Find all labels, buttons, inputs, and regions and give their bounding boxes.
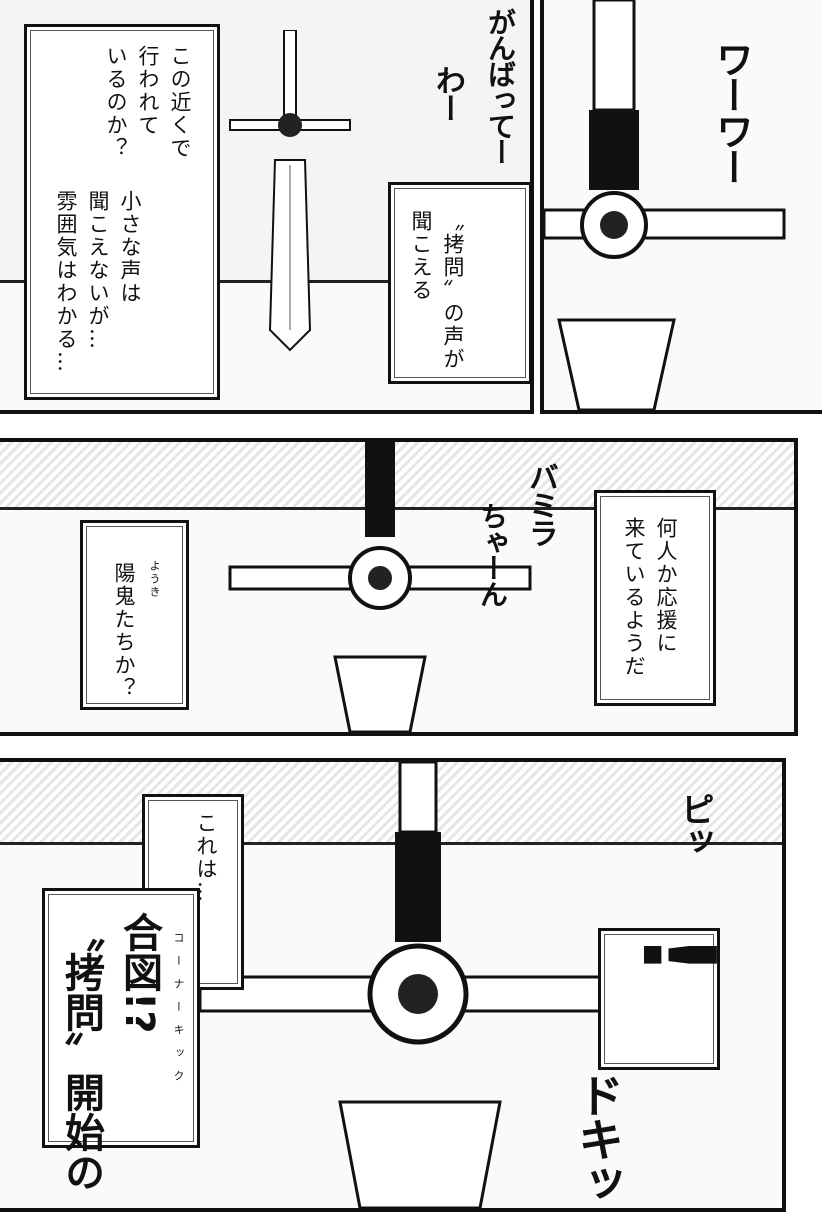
sfx-name-2: ちゃーん [476,502,509,606]
caption-text-a: この近くで 行われて いるのか？ [104,45,192,160]
stone-wall [0,762,782,845]
panel-2: 陽鬼たちか？ ようき 何人か応援に 来ているようだ バミラ ちゃーん [0,438,798,736]
sword-illustration [228,442,532,732]
sfx-wawa: ワーワー [709,40,753,184]
panel-1-left: この近くで 行われて いるのか？ 小さな声は 聞こえないが… 雰囲気はわかる… … [0,0,534,414]
sfx-doki: ドキッ [571,1072,625,1204]
sfx-wa: わー [430,65,465,121]
sword-closeup [200,762,602,1208]
exclaim-mark: ! [620,932,737,976]
sword-closeup [544,0,786,410]
caption-box-right [594,490,716,706]
caption-text-right: 何人か応援に 来ているようだ [622,517,678,678]
caption-box-big [42,888,200,1148]
sfx-whistle: ピッ [674,792,714,856]
caption-box-left [24,24,220,400]
caption-text-b: 小さな声は 聞こえないが… 雰囲気はわかる… [54,190,142,374]
sfx-cheer: がんばってー [484,8,517,164]
furigana: ようき [148,560,161,599]
caption-text-right: 〝拷問〟の声が 聞こえる [409,210,465,371]
caption-text-left: 陽鬼たちか？ [112,562,136,700]
panel-1-right: ワーワー [540,0,822,414]
sfx-name-1: バミラ [523,462,558,546]
caption-box-left [80,520,189,710]
sword-illustration [229,30,351,352]
caption-box-right [388,182,530,384]
caption-text-small: これは… [194,812,218,904]
panel-3: これは… 合図!? 〝拷問〟開始の コーナーキック ! ピッ ドキッ [0,758,786,1212]
exclaim-box [598,928,720,1070]
furigana: コーナーキック [172,932,185,1093]
caption-text-big: 合図!? 〝拷問〟開始の [58,912,162,1192]
